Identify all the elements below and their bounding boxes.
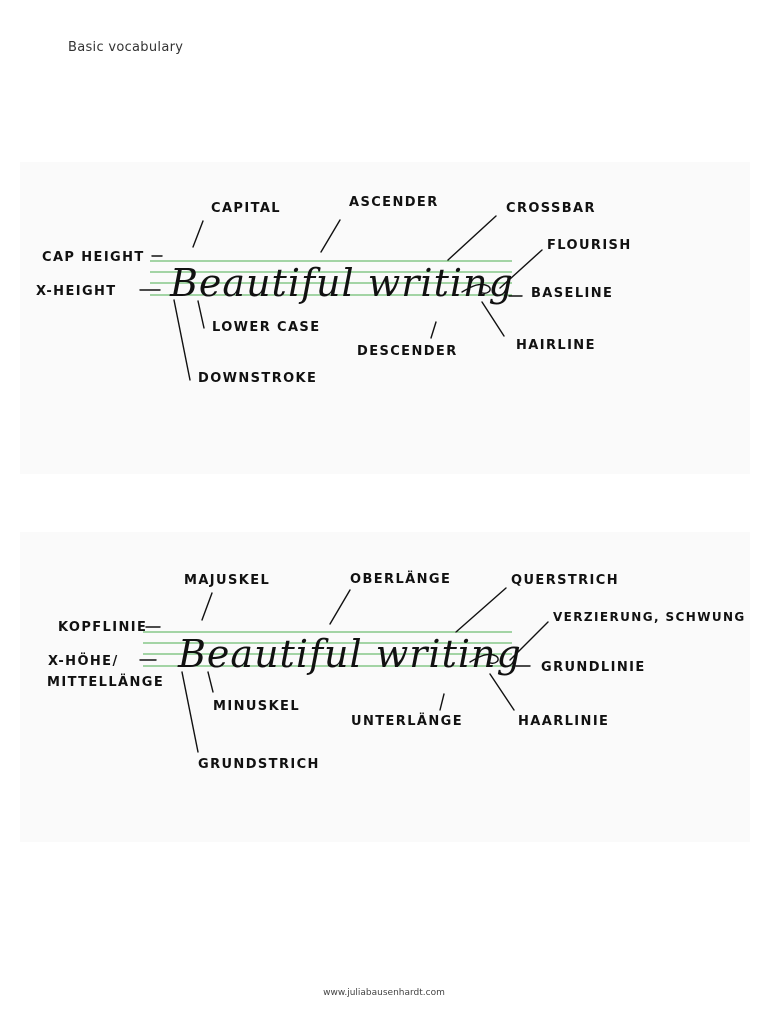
page-title: Basic vocabulary <box>68 40 184 55</box>
english-diagram-panel <box>20 162 750 474</box>
crossbar-leader <box>447 215 497 261</box>
label-grundstrich: GRUNDSTRICH <box>198 757 320 772</box>
label-hairline: HAIRLINE <box>516 338 596 353</box>
label-minuskel: MINUSKEL <box>213 699 300 714</box>
label-ascender: ASCENDER <box>349 195 439 210</box>
label-cap-height: CAP HEIGHT <box>42 250 145 265</box>
german-diagram-panel <box>20 532 750 842</box>
ascender-leader <box>320 219 341 253</box>
script-sample: Beautiful writing <box>177 632 522 676</box>
footer-website: www.juliabausenhardt.com <box>323 988 445 998</box>
downstroke-leader <box>173 299 191 381</box>
label-crossbar: CROSSBAR <box>506 201 596 216</box>
label-unterlaenge: UNTERLÄNGE <box>351 713 463 729</box>
label-oberlaenge: OBERLÄNGE <box>350 571 451 587</box>
capital-leader <box>192 220 204 248</box>
haarlinie-leader <box>489 673 515 711</box>
label-lower-case: LOWER CASE <box>212 320 320 335</box>
german-diagram: Beautiful writing MAJUSKEL OBERLÄNGE QUE… <box>47 571 746 772</box>
label-haarlinie: HAARLINIE <box>518 714 609 729</box>
label-capital: CAPITAL <box>211 201 281 216</box>
script-sample: Beautiful writing <box>169 261 514 305</box>
label-baseline: BASELINE <box>531 286 613 301</box>
querstrich-leader <box>455 587 507 633</box>
grundstrich-leader <box>181 671 199 753</box>
label-x-height: X-HEIGHT <box>36 284 117 299</box>
minuskel-leader <box>207 671 214 693</box>
label-mittellaenge: MITTELLÄNGE <box>47 674 164 690</box>
lower-case-leader <box>197 300 205 329</box>
hairline-leader <box>481 301 505 337</box>
label-majuskel: MAJUSKEL <box>184 573 270 588</box>
flourish-swirl <box>461 283 491 295</box>
label-querstrich: QUERSTRICH <box>511 573 619 588</box>
label-flourish: FLOURISH <box>547 238 632 253</box>
unterlaenge-leader <box>439 693 445 711</box>
verzierung-leader <box>509 621 549 661</box>
label-kopflinie: KOPFLINIE <box>58 620 147 635</box>
label-x-hoehe: X-HÖHE/ <box>48 653 119 669</box>
label-verzierung: VERZIERUNG, SCHWUNG <box>553 610 746 624</box>
majuskel-leader <box>201 592 213 621</box>
descender-leader <box>430 321 437 339</box>
label-downstroke: DOWNSTROKE <box>198 371 317 386</box>
flourish-swirl <box>469 653 499 665</box>
english-diagram: Beautiful writing CAPITAL ASCENDER CROSS… <box>36 195 632 386</box>
label-grundlinie: GRUNDLINIE <box>541 660 646 675</box>
label-descender: DESCENDER <box>357 344 458 359</box>
oberlaenge-leader <box>329 589 351 625</box>
flourish-leader <box>499 249 543 289</box>
